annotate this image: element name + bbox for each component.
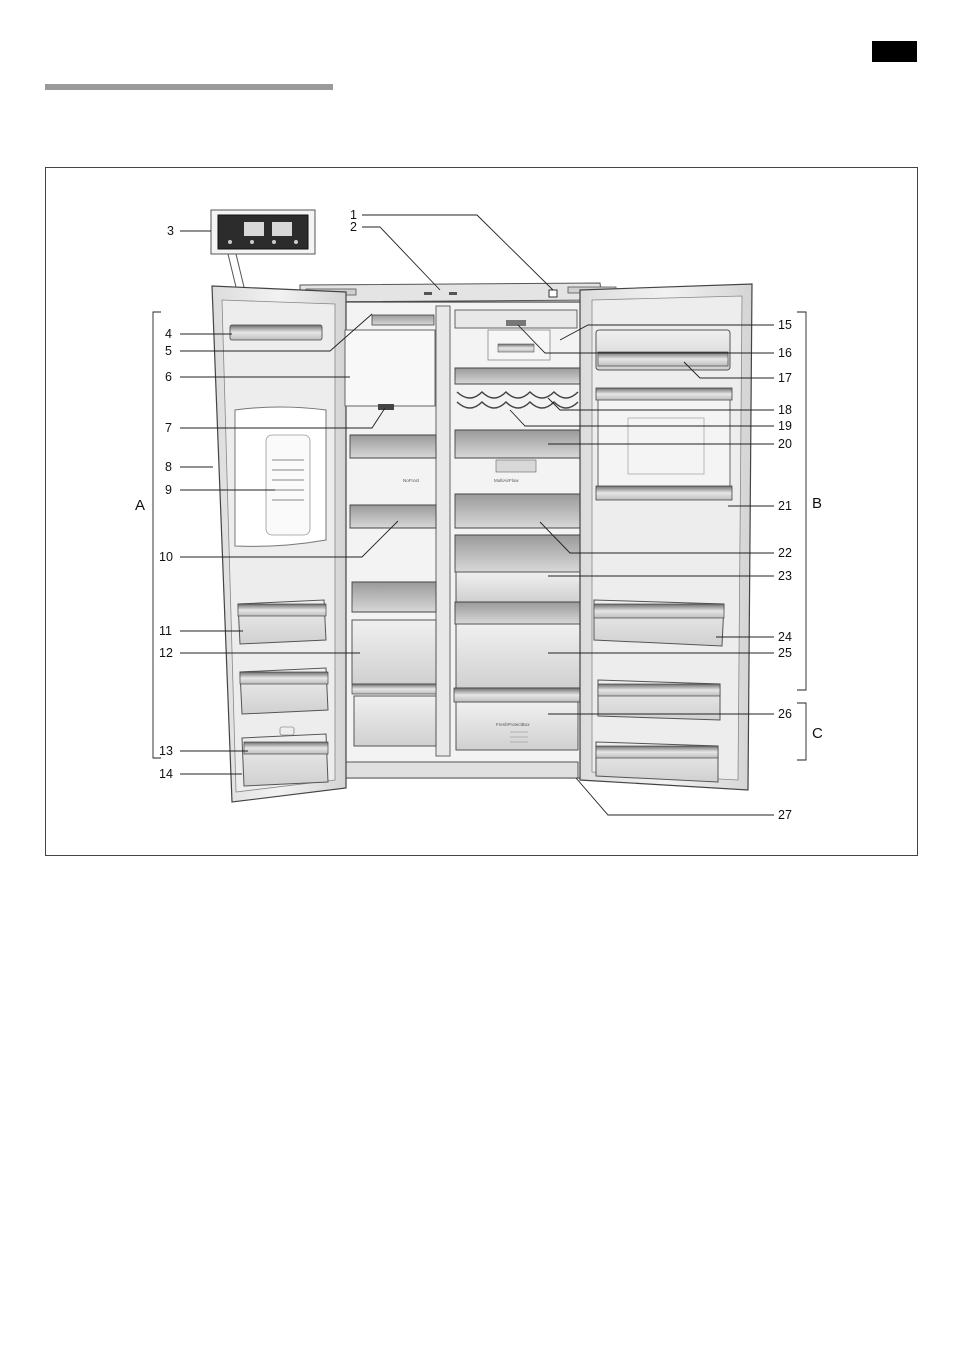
callout-23: 23: [778, 569, 792, 583]
vegetable-drawer: [456, 572, 580, 602]
callout-5: 5: [165, 344, 172, 358]
callout-24: 24: [778, 630, 792, 644]
bottle-shelf: [455, 368, 580, 384]
callout-11: 11: [159, 624, 172, 638]
freshprotectbox-label: FreshProtectBox: [496, 722, 530, 727]
callout-12: 12: [159, 646, 173, 660]
callout-20: 20: [778, 437, 792, 451]
group-label-c: C: [812, 725, 823, 742]
freezer-door-bin: [238, 600, 326, 644]
nofrost-label: NoFrost: [403, 478, 420, 483]
group-label-b: B: [812, 495, 822, 512]
fridge-shelf: [455, 494, 580, 528]
ice-maker-lever: [378, 404, 394, 410]
freezer-shelf: [350, 435, 436, 458]
callout-17: 17: [778, 371, 792, 385]
freezer-door-bin: [240, 668, 328, 714]
callout-14: 14: [159, 767, 173, 781]
callout-22: 22: [778, 546, 792, 560]
crisper-cover: [455, 535, 580, 572]
callout-8: 8: [165, 460, 172, 474]
callout-25: 25: [778, 646, 792, 660]
callout-7: 7: [165, 421, 172, 435]
freezer-drawer: [352, 620, 436, 684]
fridge-door-bin: [596, 742, 718, 782]
door-shelf-large: [598, 400, 730, 490]
callout-16: 16: [778, 346, 792, 360]
callout-15: 15: [778, 318, 792, 332]
freezer-door: [212, 286, 346, 802]
freezer-shelf: [352, 582, 436, 612]
group-label-a: A: [135, 497, 145, 514]
freezer-drawer: [354, 696, 436, 746]
callout-10: 10: [159, 550, 173, 564]
callout-6: 6: [165, 370, 172, 384]
freezer-shelf: [350, 505, 436, 528]
control-panel-inset: [211, 210, 315, 287]
vegetable-drawer: [456, 624, 580, 688]
callout-2: 2: [350, 220, 357, 234]
dispenser-control-panel: [266, 435, 310, 535]
fridge-door-bin: [594, 600, 724, 646]
callout-13: 13: [159, 744, 173, 758]
callout-9: 9: [165, 483, 172, 497]
callout-26: 26: [778, 707, 792, 721]
callout-4: 4: [165, 327, 172, 341]
ice-dispenser-trim: [230, 325, 322, 340]
multiairflow-label: MultiAirFlow: [494, 478, 519, 483]
callout-27: 27: [778, 808, 792, 822]
callout-19: 19: [778, 419, 792, 433]
ice-maker: [345, 330, 435, 406]
callout-21: 21: [778, 499, 792, 513]
callout-18: 18: [778, 403, 792, 417]
callout-3: 3: [167, 224, 174, 238]
